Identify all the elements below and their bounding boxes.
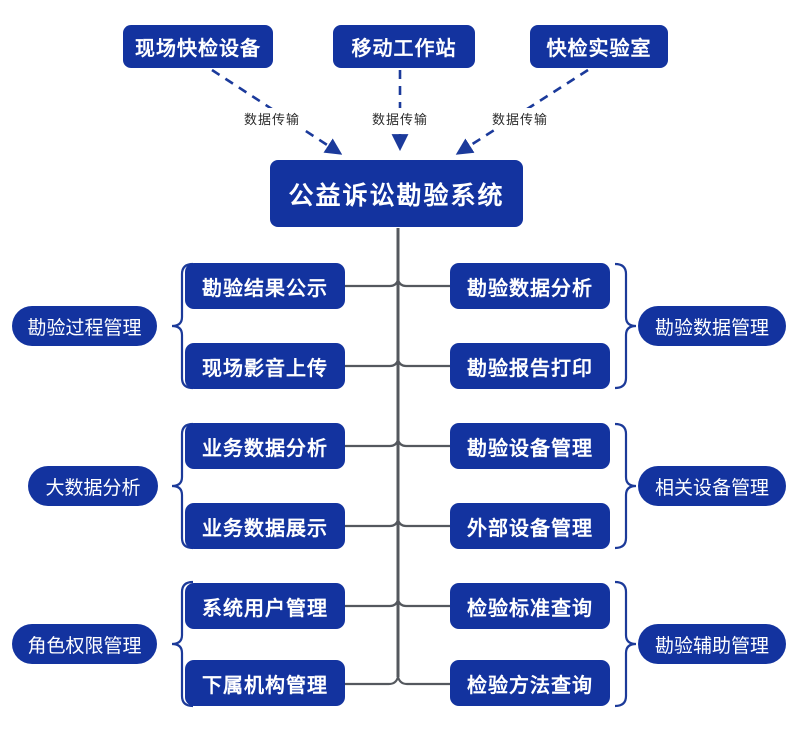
feature-node: 下属机构管理 (185, 660, 345, 706)
feature-node: 勘验报告打印 (450, 343, 610, 389)
brace-left-group1 (171, 262, 194, 390)
category-pill: 角色权限管理 (12, 624, 157, 664)
branch-connector (396, 519, 450, 528)
branch-connector (345, 599, 400, 608)
transfer-label: 数据传输 (240, 108, 304, 129)
category-pill: 大数据分析 (28, 466, 158, 506)
feature-node: 勘验数据分析 (450, 263, 610, 309)
branch-connector (396, 279, 450, 288)
transfer-label: 数据传输 (488, 108, 552, 129)
source-node-mobile-workstation: 移动工作站 (333, 25, 475, 68)
branch-connector (396, 359, 450, 368)
source-node-field-equipment: 现场快检设备 (123, 25, 273, 68)
branch-connector (345, 439, 400, 448)
system-root-node: 公益诉讼勘验系统 (270, 160, 523, 227)
branch-connector (345, 519, 400, 528)
branch-connector (345, 279, 400, 288)
feature-node: 业务数据分析 (185, 423, 345, 469)
category-pill: 勘验过程管理 (12, 306, 157, 346)
feature-node: 勘验设备管理 (450, 423, 610, 469)
category-pill: 相关设备管理 (638, 466, 786, 506)
brace-left-group2 (171, 422, 194, 550)
feature-node: 系统用户管理 (185, 583, 345, 629)
branch-connector (345, 359, 400, 368)
feature-node: 检验方法查询 (450, 660, 610, 706)
feature-node: 外部设备管理 (450, 503, 610, 549)
brace-right-group3 (614, 580, 637, 708)
category-pill: 勘验辅助管理 (638, 624, 786, 664)
feature-node: 业务数据展示 (185, 503, 345, 549)
feature-node: 勘验结果公示 (185, 263, 345, 309)
branch-connector (396, 439, 450, 448)
brace-right-group2 (614, 422, 637, 550)
feature-node: 检验标准查询 (450, 583, 610, 629)
branch-connector (396, 599, 450, 608)
source-node-quick-test-lab: 快检实验室 (530, 25, 668, 68)
category-pill: 勘验数据管理 (638, 306, 786, 346)
feature-node: 现场影音上传 (185, 343, 345, 389)
brace-left-group3 (171, 580, 194, 708)
branch-connector (396, 676, 450, 686)
transfer-label: 数据传输 (368, 108, 432, 129)
branch-connector (345, 676, 400, 686)
brace-right-group1 (614, 262, 637, 390)
